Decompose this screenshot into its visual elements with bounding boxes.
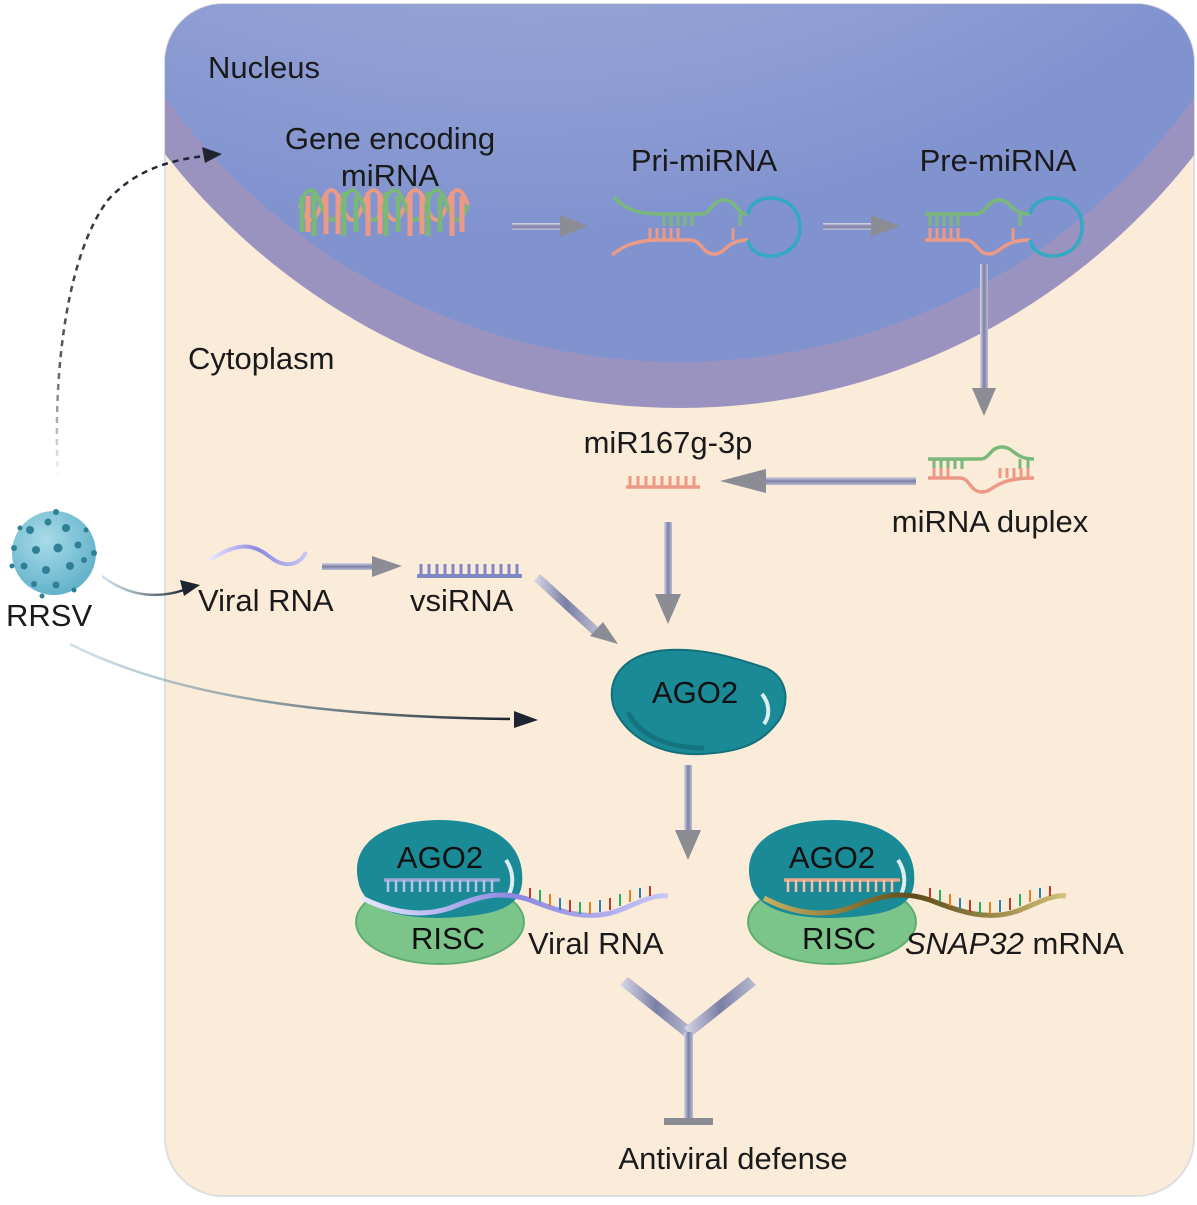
ago2-center-label: AGO2	[651, 675, 739, 710]
rrsv-to-viral-rna-arrow	[101, 575, 200, 597]
pre-mirna-hairpin	[925, 196, 1084, 258]
cell	[164, 3, 1195, 1197]
vsirna-to-ago2-arrow	[534, 574, 618, 644]
vsirna-label: vsiRNA	[410, 583, 514, 618]
viral-rna-label: Viral RNA	[198, 583, 334, 618]
viral-rna-wave	[208, 544, 308, 567]
mir167g-3p-strand	[626, 476, 700, 489]
pri-to-pre-arrow	[823, 215, 900, 237]
snap32-gene-name: SNAP32	[905, 926, 1024, 961]
pre-mirna-label: Pre-miRNA	[919, 143, 1077, 178]
rrsv-virus-particle	[9, 509, 97, 599]
antiviral-inhibition-connector	[620, 977, 756, 1125]
pri-mirna-hairpin	[610, 195, 802, 258]
ago2-to-risc-arrow	[675, 765, 701, 860]
mirna-duplex	[928, 445, 1035, 494]
gene-mirna-label: miRNA	[340, 158, 440, 193]
snap32-mrna-suffix: mRNA	[1023, 926, 1124, 961]
rrsv-label: RRSV	[6, 598, 93, 633]
rrsv-to-ago2-arrow	[69, 642, 538, 728]
pre-to-duplex-arrow	[972, 264, 996, 416]
ago2-left-label: AGO2	[396, 840, 484, 875]
risc-complex-right	[747, 820, 1067, 965]
mirna-duplex-label: miRNA duplex	[891, 504, 1089, 539]
snap32-mrna-label: SNAP32 mRNA	[905, 927, 1124, 961]
mir167-to-ago2-arrow	[655, 522, 681, 624]
risc-complex-left	[355, 820, 669, 965]
ago2-right-label: AGO2	[788, 840, 876, 875]
mir167g-3p-label: miR167g-3p	[583, 425, 753, 460]
rrsv-to-nucleus-arrow	[55, 147, 222, 479]
nucleus-region	[165, 4, 1194, 362]
gene-encoding-label: Gene encoding	[284, 121, 496, 156]
duplex-to-mir167-arrow	[720, 469, 916, 493]
ago2-protein-center	[610, 648, 787, 756]
viral-rna-to-vsirna-arrow	[322, 556, 402, 577]
vsirna-strand	[417, 564, 522, 578]
gene-to-pri-arrow	[512, 215, 588, 237]
cytoplasm-label: Cytoplasm	[188, 341, 335, 376]
risc-left-label: RISC	[410, 921, 486, 956]
gene-helix	[298, 188, 470, 236]
risc-right-label: RISC	[801, 921, 877, 956]
nucleus-label: Nucleus	[208, 50, 320, 85]
pri-mirna-label: Pri-miRNA	[630, 143, 778, 178]
antiviral-defense-label: Antiviral defense	[618, 1141, 848, 1176]
viral-rna-target-label: Viral RNA	[528, 926, 664, 961]
